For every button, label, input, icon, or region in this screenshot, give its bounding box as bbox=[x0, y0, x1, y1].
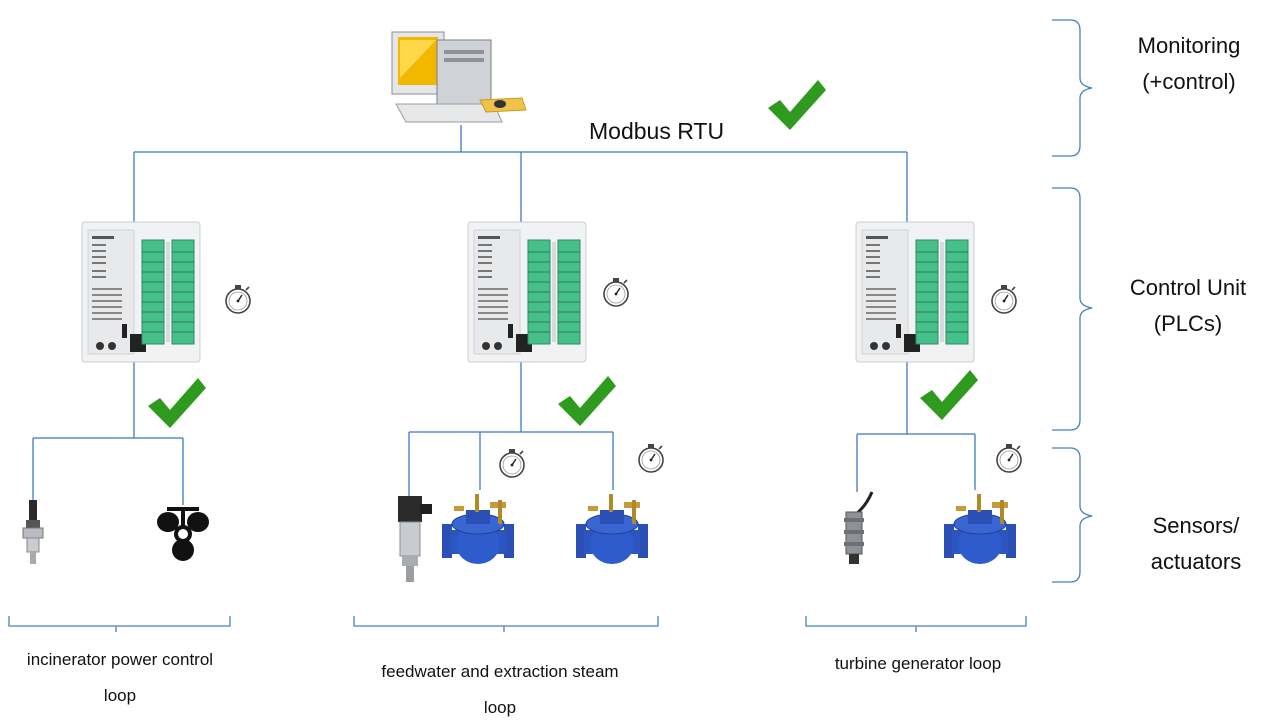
plc-icon bbox=[855, 221, 975, 363]
plc-icon bbox=[467, 221, 587, 363]
tier-label-monitoring: Monitoring (+control) bbox=[1089, 28, 1280, 100]
stopwatch-icon bbox=[638, 443, 664, 473]
loop-label-feedwater: feedwater and extraction steam loop bbox=[350, 654, 650, 726]
loop-label-line: turbine generator loop bbox=[834, 654, 1002, 673]
stopwatch-icon bbox=[603, 277, 629, 307]
stopwatch-icon bbox=[991, 284, 1017, 314]
control-valve-icon bbox=[441, 493, 515, 565]
tier-label-line: Control Unit bbox=[1129, 275, 1247, 300]
tier-brace-sensors bbox=[1052, 447, 1093, 583]
computer-icon bbox=[391, 31, 527, 123]
tier-label-sensors: Sensors/ actuators bbox=[1096, 508, 1280, 580]
fan-icon bbox=[157, 507, 209, 561]
tier-label-line: (PLCs) bbox=[1153, 311, 1223, 336]
pressure-transmitter-icon bbox=[398, 496, 432, 582]
tier-label-line: (+control) bbox=[1142, 69, 1236, 94]
loop-label-incinerator: incinerator power control loop bbox=[0, 642, 240, 714]
control-valve-icon bbox=[943, 493, 1017, 565]
loop-label-line: incinerator power control bbox=[26, 650, 214, 669]
stopwatch-icon bbox=[499, 448, 525, 478]
check-icon bbox=[768, 80, 826, 130]
loop-bracket-incinerator bbox=[8, 616, 231, 632]
stopwatch-icon bbox=[225, 284, 251, 314]
check-icon bbox=[148, 378, 206, 428]
control-valve-icon bbox=[575, 493, 649, 565]
tier-label-line: actuators bbox=[1150, 549, 1242, 574]
stopwatch-icon bbox=[996, 443, 1022, 473]
bus-label: Modbus RTU bbox=[589, 118, 725, 144]
loop-label-line: feedwater and extraction steam bbox=[381, 662, 619, 681]
plc-icon bbox=[81, 221, 201, 363]
tier-brace-control bbox=[1052, 187, 1093, 431]
loop-label-turbine: turbine generator loop bbox=[800, 646, 1036, 682]
check-icon bbox=[920, 370, 978, 420]
tier-label-line: Sensors/ bbox=[1152, 513, 1240, 538]
temperature-sensor-icon bbox=[22, 500, 44, 564]
tier-label-control-unit: Control Unit (PLCs) bbox=[1088, 270, 1280, 342]
loop-label-line: loop bbox=[103, 686, 137, 705]
loop-bracket-turbine bbox=[805, 616, 1027, 632]
check-icon bbox=[558, 376, 616, 426]
proximity-sensor-icon bbox=[844, 491, 874, 564]
tier-brace-monitoring bbox=[1052, 19, 1093, 157]
loop-bracket-feedwater bbox=[353, 616, 659, 632]
loop-label-line: loop bbox=[483, 698, 517, 717]
tier-label-line: Monitoring bbox=[1137, 33, 1241, 58]
